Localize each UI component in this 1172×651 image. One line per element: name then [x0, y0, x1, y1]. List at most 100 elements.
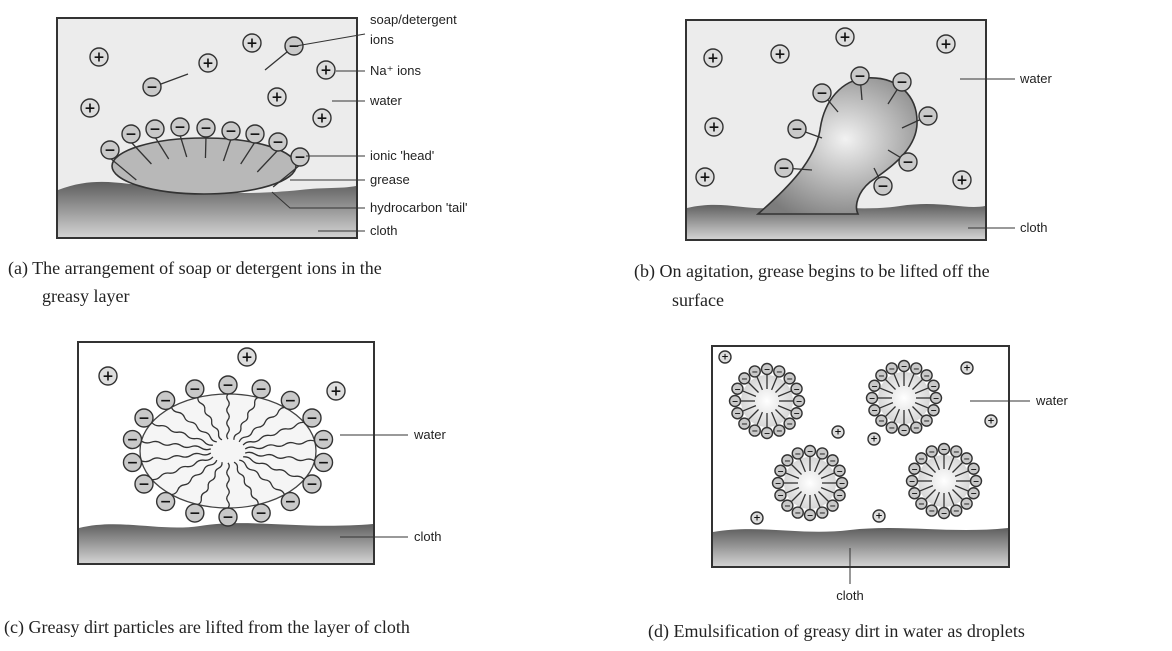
- svg-text:+: +: [320, 63, 332, 79]
- ionic-head-icon: −: [302, 474, 322, 494]
- ionic-head-icon: −: [835, 476, 849, 490]
- ionic-head-icon: −: [920, 414, 933, 427]
- svg-text:−: −: [807, 511, 814, 520]
- svg-text:−: −: [878, 417, 885, 426]
- svg-text:−: −: [775, 479, 782, 488]
- panel-c-cloth: [79, 523, 373, 563]
- svg-text:+: +: [330, 384, 342, 400]
- panel-a-label-ionic-head: ionic 'head': [370, 148, 434, 163]
- svg-text:−: −: [784, 502, 791, 511]
- svg-text:−: −: [225, 124, 237, 140]
- hydrocarbon-tail: [748, 409, 759, 420]
- svg-text:+: +: [774, 47, 786, 63]
- ionic-head-icon: −: [875, 369, 888, 382]
- svg-text:−: −: [125, 127, 137, 143]
- ionic-head-icon: −: [937, 506, 951, 520]
- ionic-head-icon: −: [313, 452, 334, 473]
- ionic-head-icon: −: [826, 454, 839, 467]
- svg-text:−: −: [816, 86, 828, 102]
- hydrocarbon-tail: [813, 493, 821, 508]
- hydrocarbon-tail: [791, 464, 802, 475]
- ionic-head-icon: −: [760, 426, 774, 440]
- ionic-head-icon: −: [122, 429, 143, 450]
- ionic-head-icon: −: [868, 379, 881, 392]
- svg-text:−: −: [318, 455, 330, 471]
- svg-text:−: −: [918, 500, 925, 509]
- ionic-head-icon: −: [313, 429, 334, 450]
- hydrocarbon-tail: [272, 164, 301, 188]
- ionic-head-icon: −: [910, 362, 923, 375]
- svg-text:−: −: [941, 509, 948, 518]
- sodium-ion-icon: +: [835, 27, 855, 47]
- panel-c-grease-droplet: [139, 393, 317, 509]
- ionic-head-icon: −: [783, 372, 796, 385]
- svg-text:−: −: [127, 455, 139, 471]
- svg-text:−: −: [888, 364, 895, 373]
- ionic-head-icon: −: [791, 447, 804, 460]
- hydrocarbon-tail: [141, 452, 212, 463]
- ionic-head-icon: −: [826, 499, 839, 512]
- hydrocarbon-tail: [954, 470, 969, 478]
- panel-a-label-na-ions: Na⁺ ions: [370, 63, 421, 78]
- micelle: −−−−−−−−−−−−−−−−: [865, 359, 943, 437]
- hydrocarbon-tail: [756, 411, 764, 426]
- hydrocarbon-tail: [197, 397, 223, 441]
- svg-text:−: −: [255, 381, 267, 397]
- hydrocarbon-tail: [879, 387, 894, 395]
- ionic-head-icon: −: [268, 132, 288, 152]
- svg-text:+: +: [316, 111, 328, 127]
- hydrocarbon-tail: [151, 422, 213, 446]
- hydrocarbon-tail: [204, 135, 207, 159]
- panel-b-caption-line-2: surface: [672, 290, 724, 310]
- sodium-ion-icon: +: [326, 381, 346, 401]
- svg-text:−: −: [734, 409, 741, 418]
- hydrocarbon-tail: [954, 484, 969, 492]
- panel-c-hydrocarbon-tails: [140, 393, 316, 509]
- ionic-head-icon: −: [218, 507, 238, 527]
- svg-text:+: +: [870, 435, 878, 445]
- ionic-head-icon: −: [134, 474, 154, 494]
- panel-d-micelles: −−−−−−−−−−−−−−−−−−−−−−−−−−−−−−−−−−−−−−−−…: [728, 359, 983, 522]
- ionic-head-icon: −: [280, 390, 301, 411]
- panel-a-caption-line-2: greasy layer: [42, 286, 129, 306]
- panel-c: −−−−−−−−−−−−−−−−−− +++ water cloth (c) G…: [4, 341, 446, 638]
- panel-d-cloth: [713, 528, 1008, 566]
- sodium-ion-icon: +: [718, 350, 732, 364]
- hydrocarbon-tail: [226, 393, 230, 440]
- svg-text:−: −: [877, 179, 889, 195]
- panel-c-caption: (c) Greasy dirt particles are lifted fro…: [4, 617, 410, 638]
- hydrocarbon-tail: [226, 462, 230, 509]
- svg-text:−: −: [930, 406, 937, 415]
- hydrocarbon-tail: [885, 379, 896, 390]
- svg-text:−: −: [923, 371, 930, 380]
- ionic-head-icon: −: [792, 394, 806, 408]
- panel-a-label-soap-ions-1: soap/detergent: [370, 12, 457, 27]
- svg-text:−: −: [741, 374, 748, 383]
- svg-text:−: −: [222, 378, 234, 394]
- hydrocarbon-tail: [818, 491, 829, 502]
- ionic-head-icon: −: [774, 464, 787, 477]
- svg-text:−: −: [901, 362, 908, 371]
- sodium-ion-icon: +: [312, 108, 332, 128]
- ionic-head-icon: −: [280, 491, 301, 512]
- svg-text:−: −: [272, 135, 284, 151]
- svg-text:−: −: [764, 429, 771, 438]
- svg-text:−: −: [963, 500, 970, 509]
- ionic-head-icon: −: [812, 83, 832, 103]
- ionic-head-icon: −: [803, 508, 817, 522]
- ionic-head-icon: −: [803, 444, 817, 458]
- ionic-head-icon: −: [773, 424, 786, 437]
- ionic-head-icon: −: [245, 124, 265, 144]
- soap-ion-icon: −: [284, 36, 304, 56]
- hydrocarbon-tail: [154, 136, 170, 160]
- ionic-head-icon: −: [290, 147, 310, 167]
- ionic-head-icon: −: [897, 359, 911, 373]
- hydrocarbon-tail: [233, 461, 259, 505]
- hydrocarbon-tail: [885, 406, 896, 417]
- ionic-head-icon: −: [155, 390, 176, 411]
- ionic-head-icon: −: [865, 391, 879, 405]
- svg-text:−: −: [786, 374, 793, 383]
- ionic-head-icon: −: [915, 452, 928, 465]
- sodium-ion-icon: +: [703, 48, 723, 68]
